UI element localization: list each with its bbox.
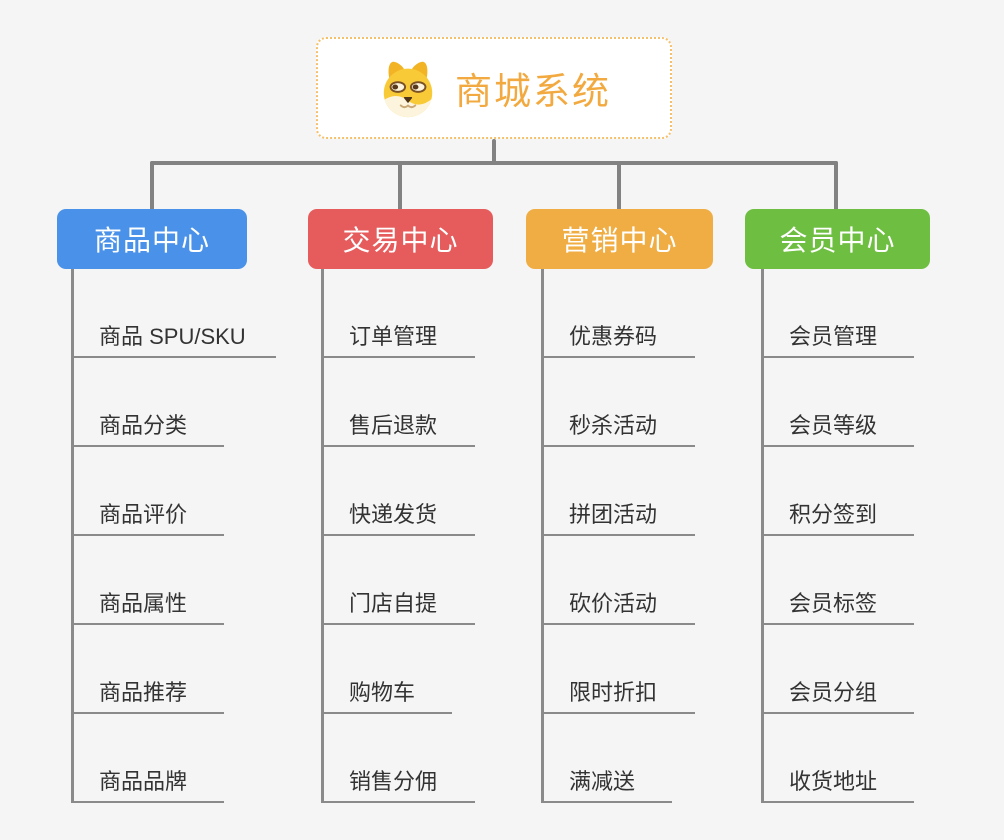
child-topic-label: 砍价活动 — [569, 591, 658, 616]
branch-topic-trade-center[interactable]: 交易中心 — [308, 209, 493, 269]
child-topic-label: 会员分组 — [789, 680, 878, 705]
child-topic-label: 商品评价 — [99, 502, 188, 527]
child-topic-label: 限时折扣 — [569, 680, 658, 705]
child-topic[interactable]: 商品评价 — [71, 498, 224, 536]
child-topic-label: 商品品牌 — [99, 769, 188, 794]
branch-spine-marketing-center — [541, 269, 544, 803]
child-topic-label: 商品 SPU/SKU — [99, 324, 246, 349]
connector-drop-trade-center — [398, 161, 402, 211]
child-topic[interactable]: 会员标签 — [761, 587, 914, 625]
connector-root-stem — [492, 139, 496, 165]
branch-topic-label: 交易中心 — [342, 225, 459, 256]
child-topic-label: 快递发货 — [349, 502, 438, 527]
doge-face-icon — [377, 57, 439, 119]
child-topic[interactable]: 商品分类 — [71, 409, 224, 447]
child-topic[interactable]: 购物车 — [321, 676, 452, 714]
branch-topic-label: 会员中心 — [779, 225, 896, 256]
connector-drop-member-center — [834, 161, 838, 211]
child-topic[interactable]: 商品属性 — [71, 587, 224, 625]
child-topic-label: 拼团活动 — [569, 502, 658, 527]
child-topic[interactable]: 订单管理 — [321, 320, 475, 358]
root-topic[interactable]: 商城系统 — [316, 37, 672, 139]
child-topic-label: 订单管理 — [349, 324, 438, 349]
child-topic-label: 会员管理 — [789, 324, 878, 349]
child-topic[interactable]: 收货地址 — [761, 765, 914, 803]
branch-spine-product-center — [71, 269, 74, 803]
child-topic-label: 销售分佣 — [349, 769, 438, 794]
child-topic[interactable]: 销售分佣 — [321, 765, 475, 803]
root-topic-label: 商城系统 — [455, 71, 611, 112]
child-topic[interactable]: 拼团活动 — [541, 498, 695, 536]
child-topic-label: 会员等级 — [789, 413, 878, 438]
child-topic[interactable]: 商品 SPU/SKU — [71, 320, 276, 358]
child-topic-label: 秒杀活动 — [569, 413, 658, 438]
child-topic[interactable]: 砍价活动 — [541, 587, 695, 625]
child-topic[interactable]: 会员等级 — [761, 409, 914, 447]
child-topic[interactable]: 积分签到 — [761, 498, 914, 536]
child-topic-label: 商品推荐 — [99, 680, 188, 705]
child-topic[interactable]: 限时折扣 — [541, 676, 695, 714]
connector-drop-marketing-center — [617, 161, 621, 211]
child-topic[interactable]: 门店自提 — [321, 587, 475, 625]
child-topic[interactable]: 优惠券码 — [541, 320, 695, 358]
child-topic[interactable]: 秒杀活动 — [541, 409, 695, 447]
child-topic-label: 积分签到 — [789, 502, 878, 527]
child-topic[interactable]: 会员分组 — [761, 676, 914, 714]
branch-topic-label: 商品中心 — [93, 225, 210, 256]
child-topic[interactable]: 满减送 — [541, 765, 672, 803]
branch-topic-label: 营销中心 — [561, 225, 678, 256]
child-topic[interactable]: 商品品牌 — [71, 765, 224, 803]
child-topic-label: 购物车 — [349, 680, 416, 705]
child-topic-label: 优惠券码 — [569, 324, 658, 349]
branch-topic-marketing-center[interactable]: 营销中心 — [526, 209, 713, 269]
child-topic-label: 门店自提 — [349, 591, 438, 616]
child-topic-label: 会员标签 — [789, 591, 878, 616]
child-topic[interactable]: 会员管理 — [761, 320, 914, 358]
branch-topic-member-center[interactable]: 会员中心 — [745, 209, 930, 269]
branch-spine-trade-center — [321, 269, 324, 803]
child-topic-label: 商品属性 — [99, 591, 188, 616]
branch-topic-product-center[interactable]: 商品中心 — [57, 209, 247, 269]
branch-spine-member-center — [761, 269, 764, 803]
connector-drop-product-center — [150, 161, 154, 211]
child-topic-label: 满减送 — [569, 769, 636, 794]
child-topic-label: 商品分类 — [99, 413, 188, 438]
connector-horizontal-bar — [150, 161, 838, 165]
child-topic[interactable]: 商品推荐 — [71, 676, 224, 714]
child-topic-label: 售后退款 — [349, 413, 438, 438]
child-topic-label: 收货地址 — [789, 769, 878, 794]
child-topic[interactable]: 售后退款 — [321, 409, 475, 447]
child-topic[interactable]: 快递发货 — [321, 498, 475, 536]
